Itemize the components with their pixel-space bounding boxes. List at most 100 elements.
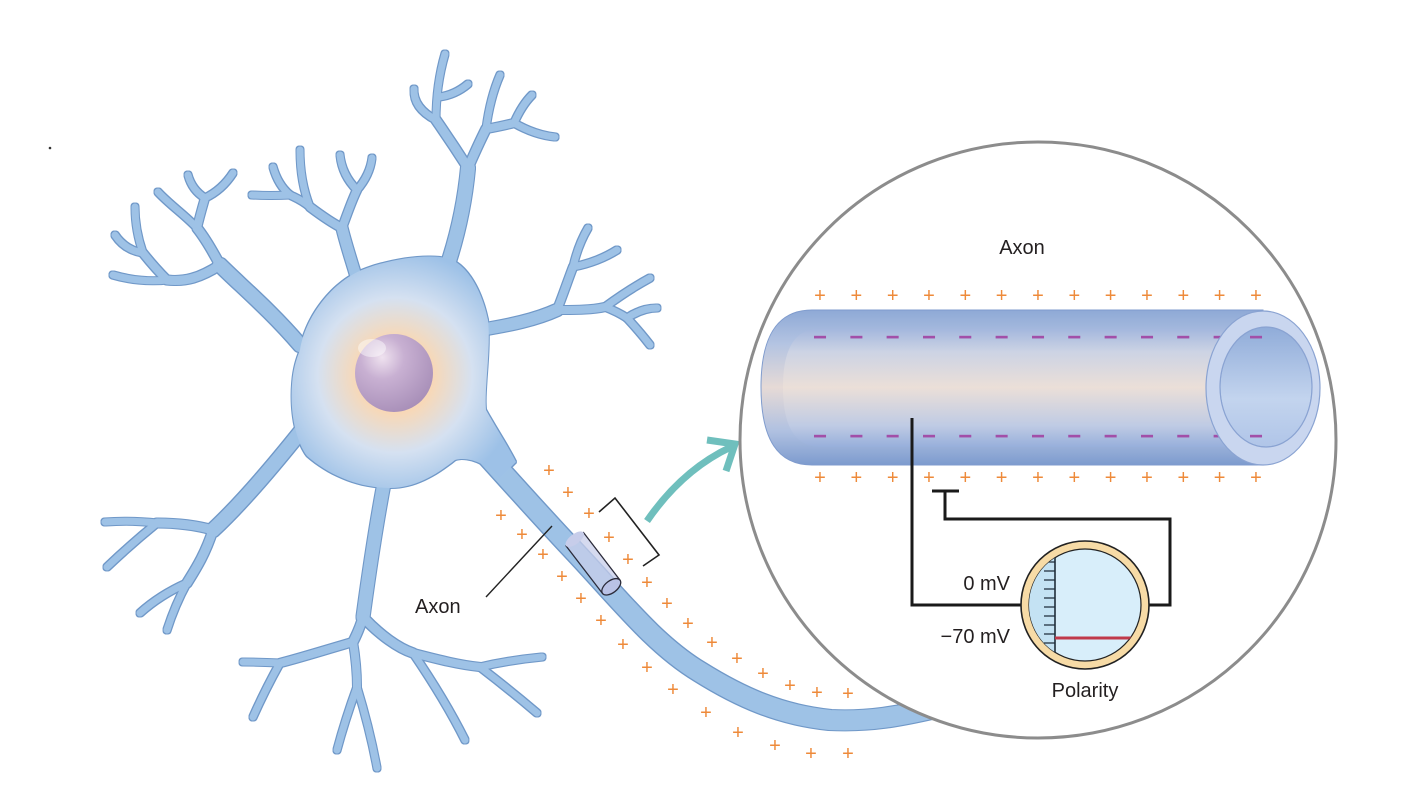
positive-charge-mark: + [1032, 285, 1044, 307]
dendrite-branch [510, 119, 559, 141]
dendrite-branch [476, 653, 546, 671]
dendrite-branch [358, 612, 418, 658]
positive-charge-mark: + [842, 683, 854, 705]
dendrite-top-left [248, 146, 376, 296]
negative-charge-mark: − [1249, 423, 1263, 450]
positive-charge-mark: + [495, 505, 507, 527]
dendrite-branch [201, 169, 237, 202]
nucleus [355, 334, 433, 412]
positive-charge-mark: + [811, 682, 823, 704]
stray-dot [48, 146, 52, 150]
dendrite-branch [482, 71, 504, 133]
negative-charge-mark: − [922, 324, 936, 351]
positive-charge-mark: + [923, 285, 935, 307]
dendrite-branch [338, 186, 361, 232]
positive-charge-mark: + [641, 572, 653, 594]
dendrite-branch [131, 203, 147, 257]
dendrite-branch [569, 246, 621, 271]
positive-charge-mark: + [595, 610, 607, 632]
dendrite-branch [353, 683, 381, 772]
positive-charge-mark: + [757, 663, 769, 685]
positive-charge-mark: + [814, 467, 826, 489]
negative-charge-mark: − [813, 324, 827, 351]
dendrite-branch [410, 85, 440, 124]
dendrite-branch [139, 249, 171, 284]
axon-label: Axon [415, 596, 461, 618]
negative-charge-mark: − [813, 423, 827, 450]
negative-charge-mark: − [1104, 324, 1118, 351]
positive-charge-mark: + [814, 285, 826, 307]
negative-charge-mark: − [958, 324, 972, 351]
positive-charge-mark: + [617, 634, 629, 656]
negative-charge-mark: − [995, 324, 1009, 351]
positive-charge-mark: + [1214, 285, 1226, 307]
negative-charge-mark: − [849, 324, 863, 351]
dendrite-branch [432, 50, 449, 124]
dendrite-branch [623, 304, 661, 322]
positive-charge-mark: + [732, 722, 744, 744]
positive-charge-mark: + [731, 648, 743, 670]
dendrite-branch [239, 658, 284, 667]
dendrite-branch [152, 518, 218, 535]
dendrite-branch [356, 471, 392, 624]
dendrite-branch [249, 659, 284, 721]
dendrite-upper-left [109, 169, 307, 352]
positive-charge-mark: + [784, 675, 796, 697]
dendrite-branch [269, 163, 294, 199]
dendrite-branch [553, 263, 577, 314]
positive-charge-mark: + [769, 735, 781, 757]
dendrite-branch [553, 303, 609, 314]
axon-label-leader [485, 525, 553, 598]
positive-charge-mark: + [1141, 467, 1153, 489]
extracellular-electrode-wire [943, 491, 1172, 607]
positive-charge-mark: + [575, 588, 587, 610]
positive-charge-mark: + [1068, 467, 1080, 489]
dendrite-branch [163, 579, 191, 634]
positive-charge-mark: + [850, 467, 862, 489]
positive-charge-mark: + [1068, 285, 1080, 307]
dendrite-branch [510, 91, 536, 127]
negative-charge-mark: − [1140, 423, 1154, 450]
positive-charge-mark: + [959, 467, 971, 489]
positive-charge-mark: + [1214, 467, 1226, 489]
positive-charge-mark: + [641, 657, 653, 679]
positive-charge-mark: + [603, 527, 615, 549]
negative-charge-mark: − [886, 423, 900, 450]
dendrite-bottom [239, 471, 546, 772]
positive-charge-mark: + [583, 503, 595, 525]
negative-charge-mark: − [1031, 324, 1045, 351]
nucleus-highlight [358, 339, 386, 357]
negative-charge-mark: − [995, 423, 1009, 450]
dendrite-branch [306, 203, 346, 232]
neuron [101, 50, 945, 772]
negative-charge-mark: − [1067, 423, 1081, 450]
positive-charge-mark: + [556, 566, 568, 588]
dendrite-branch [431, 115, 473, 173]
positive-charge-mark: + [1177, 467, 1189, 489]
positive-charge-mark: + [923, 467, 935, 489]
positive-charge-mark: + [959, 285, 971, 307]
negative-charge-mark: − [849, 423, 863, 450]
dendrite-branch [184, 171, 209, 202]
dendrite-branch [474, 304, 563, 336]
magnified-axon-tube [760, 309, 1313, 466]
dendrite-branch [213, 258, 307, 352]
positive-charge-mark: + [700, 702, 712, 724]
negative-charge-mark: − [958, 423, 972, 450]
positive-charge-mark: + [661, 593, 673, 615]
dendrite-lower-left [101, 423, 309, 634]
positive-charge-mark: + [887, 467, 899, 489]
positive-charge-mark: + [850, 285, 862, 307]
dendrite-branch [601, 303, 631, 322]
zoom-arrow-icon [644, 436, 740, 523]
positive-charge-mark: + [562, 482, 574, 504]
negative-charge-mark: − [1176, 324, 1190, 351]
positive-charge-mark: + [1250, 285, 1262, 307]
dendrite-branch [476, 663, 541, 717]
dendrite-branch [162, 260, 225, 285]
positive-charge-mark: + [842, 743, 854, 765]
positive-charge-mark: + [516, 524, 528, 546]
dendrite-branch [248, 191, 294, 199]
negative-charge-mark: − [1031, 423, 1045, 450]
